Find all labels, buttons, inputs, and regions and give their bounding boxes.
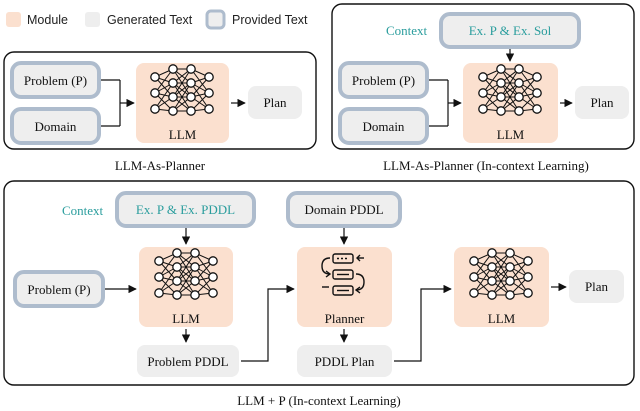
- panel3-problem-box: [13, 270, 105, 308]
- panel3-plan-to-llm-connector: [394, 284, 452, 362]
- panel3-caption: LLM + P (In-context Learning): [237, 393, 401, 408]
- panel2-llm-label: LLM: [497, 127, 525, 142]
- panel2-plan-label: Plan: [590, 95, 614, 110]
- panel1-caption: LLM-As-Planner: [115, 158, 206, 173]
- panel3-problem-label: Problem (P): [27, 282, 90, 297]
- panel2-merge-connector: [429, 79, 462, 127]
- panel3-context-box-label: Ex. P & Ex. PDDL: [136, 202, 235, 217]
- panel1-domain-label: Domain: [35, 119, 77, 134]
- panel3-problem-pddl-label: Problem PDDL: [147, 354, 228, 369]
- panel-llm-as-planner: Problem (P) Domain LLM Plan: [3, 51, 317, 150]
- panel2-domain-box: [338, 107, 429, 145]
- panel3-planner-module: [297, 247, 392, 327]
- panel3-pddl-to-planner-connector: [241, 284, 295, 362]
- panel-llm-as-planner-icl: Context Ex. P & Ex. Sol Problem (P) Doma…: [331, 3, 635, 150]
- panel3-domain-pddl-box: [286, 191, 402, 228]
- panel2-plan-box: [575, 86, 629, 119]
- panel2-domain-label: Domain: [363, 119, 405, 134]
- panel3-llm-label: LLM: [172, 311, 200, 326]
- panel3-llm2-label: LLM: [488, 311, 516, 326]
- panel1-plan-label: Plan: [263, 95, 287, 110]
- panel1-problem-box: [10, 61, 101, 99]
- panel1-plan-box: [248, 86, 302, 119]
- panel3-context-box: [115, 191, 256, 228]
- panel3-pddl-plan-label: PDDL Plan: [315, 354, 375, 369]
- legend-module-label: Module: [27, 13, 68, 27]
- panel2-caption: LLM-As-Planner (In-context Learning): [383, 158, 589, 173]
- panel3-pddl-plan-box: [297, 345, 392, 377]
- panel2-problem-box: [338, 61, 429, 99]
- panel2-context-box: [439, 12, 581, 49]
- panel3-plan-label: Plan: [585, 279, 609, 294]
- panel3-frame: [3, 180, 635, 386]
- panel3-planner-label: Planner: [325, 311, 365, 326]
- legend-generated-swatch: [85, 12, 100, 27]
- panel-llm-plus-p: Context Ex. P & Ex. PDDL Problem (P) LLM…: [3, 180, 635, 386]
- panel2-frame: [331, 3, 635, 150]
- panel2-problem-label: Problem (P): [352, 73, 415, 88]
- panel3-llm-module: [139, 247, 233, 327]
- legend-module-swatch: [6, 12, 21, 27]
- panel3-domain-pddl-label: Domain PDDL: [304, 202, 383, 217]
- legend: Module Generated Text Provided Text: [6, 9, 308, 30]
- panel1-problem-label: Problem (P): [24, 73, 87, 88]
- legend-generated-label: Generated Text: [107, 13, 193, 27]
- panel3-problem-pddl-box: [137, 345, 239, 377]
- panel3-context-label: Context: [62, 203, 104, 218]
- panel1-llm-label: LLM: [169, 127, 197, 142]
- panel1-domain-box: [10, 107, 101, 145]
- panel3-plan-box: [569, 270, 624, 303]
- planner-icon: [321, 253, 365, 296]
- legend-provided-label: Provided Text: [232, 13, 308, 27]
- panel1-frame: [3, 51, 317, 150]
- panel1-merge-connector: [101, 79, 135, 127]
- legend-provided-swatch: [205, 9, 226, 30]
- panel2-context-box-label: Ex. P & Ex. Sol: [469, 23, 552, 38]
- panel2-context-label: Context: [386, 23, 428, 38]
